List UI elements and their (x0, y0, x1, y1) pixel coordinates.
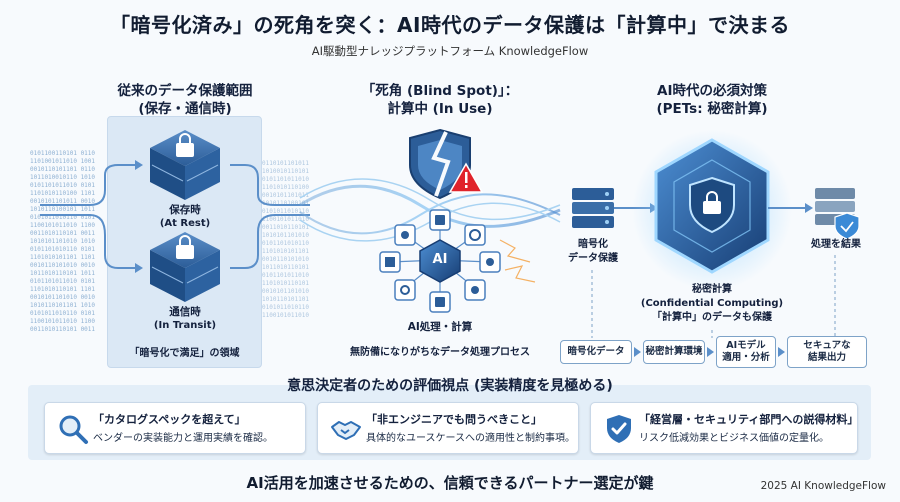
eval-card-desc: ベンダーの実装能力と運用実績を確認。 (93, 433, 273, 444)
eval-card-non-engineer: 「非エンジニアでも問うべきこと」 具体的なユースケースへの適用性と制約事項。 (317, 402, 579, 454)
eval-card-title: 「経営層・セキュリティ部門への説得材料」 (639, 413, 859, 426)
result-label: 処理を結果 (811, 239, 861, 250)
magnifier-icon (59, 415, 88, 444)
shield-check-icon (607, 415, 631, 443)
flow-box-ai-model: AIモデル 適用・分析 (716, 336, 776, 368)
broken-shield-icon (409, 128, 471, 200)
evaluation-title: 意思決定者のための評価視点 (実装精度を見極める) (287, 378, 613, 394)
left-panel-footer-label: 「暗号化で満足」の領域 (129, 348, 240, 359)
flow-box-secure-output: セキュアな 結果出力 (787, 336, 867, 368)
lightning-sparks (499, 239, 536, 283)
ai-process-label: AI処理・計算 (407, 321, 473, 333)
right-heading-line2: (PETs: 秘密計算) (656, 101, 768, 117)
eval-card-executive: 「経営層・セキュリティ部門への説得材料」 リスク低減効果とビジネス価値の定量化。 (590, 402, 858, 454)
cc-line3: 「計算中」のデータも保護 (652, 312, 772, 323)
encrypted-data-server-icon (572, 188, 614, 228)
right-heading-line1: AI時代の必須対策 (657, 83, 767, 99)
dashed-connectors (591, 255, 836, 338)
flow-box-encrypted-data: 暗号化データ (560, 340, 632, 364)
copyright: 2025 AI KnowledgeFlow (760, 480, 886, 492)
in-transit-server-cube (150, 232, 220, 302)
binary-stream-left: 0101100110101 0110 1101001011010 1001 00… (30, 150, 96, 333)
left-heading-line2: (保存・通信時) (138, 101, 232, 117)
flow-box-confidential-env: 秘密計算環境 (643, 340, 705, 364)
page-title: 「暗号化済み」の死角を突く：AI時代のデータ保護は「計算中」で決まる (110, 13, 790, 37)
flow-box-arrows (634, 347, 785, 357)
confidential-computing-label: 秘密計算 (Confidential Computing) 「計算中」のデータも… (632, 283, 792, 325)
left-column-heading: 従来のデータ保護範囲 (保存・通信時) (85, 82, 285, 118)
middle-heading-line2: 計算中 (In Use) (387, 101, 493, 117)
page-subtitle: AI駆動型ナレッジプラットフォーム KnowledgeFlow (311, 44, 589, 58)
at-rest-en: (At Rest) (159, 218, 211, 229)
encrypted-data-line1: 暗号化 (578, 239, 608, 250)
in-transit-jp: 通信時 (169, 306, 201, 318)
flow-lines-left (40, 160, 310, 273)
middle-heading-line1: 「死角 (Blind Spot)」： (361, 83, 519, 99)
result-server-icon (815, 188, 860, 240)
ai-chip-label: AI (432, 252, 448, 267)
at-rest-label: 保存時 (At Rest) (135, 203, 235, 231)
footer-tagline: AI活用を加速させるための、信頼できるパートナー選定が鍵 (246, 474, 654, 492)
in-transit-en: (In Transit) (153, 320, 217, 331)
ai-satellite-glyphs (385, 215, 494, 307)
cc-line2: (Confidential Computing) (640, 298, 784, 309)
encrypted-data-label: 暗号化 データ保護 (557, 238, 629, 266)
middle-caption: 無防備になりがちなデータ処理プロセス (350, 347, 530, 358)
in-transit-label: 通信時 (In Transit) (135, 305, 235, 333)
encrypted-data-line2: データ保護 (568, 253, 618, 264)
cc-line1: 秘密計算 (692, 284, 732, 295)
eval-card-catalog: 「カタログスペックを超えて」 ベンダーの実装能力と運用実績を確認。 (44, 402, 306, 454)
eval-card-desc: リスク低減効果とビジネス価値の定量化。 (639, 433, 829, 444)
warning-icon (448, 162, 484, 193)
at-rest-server-cube (150, 130, 220, 200)
eval-card-title: 「カタログスペックを超えて」 (93, 413, 246, 426)
right-column-heading: AI時代の必須対策 (PETs: 秘密計算) (612, 82, 812, 118)
middle-column-heading: 「死角 (Blind Spot)」： 計算中 (In Use) (350, 82, 530, 118)
eval-card-title: 「非エンジニアでも問うべきこと」 (366, 413, 542, 426)
handshake-icon (331, 421, 361, 440)
ai-chip-icon (419, 239, 461, 283)
eval-card-desc: 具体的なユースケースへの適用性と制約事項。 (366, 433, 575, 444)
left-heading-line1: 従来のデータ保護範囲 (117, 83, 253, 99)
binary-stream-mid: 0110101101011 1010010110101 010110101101… (262, 160, 309, 319)
confidential-computing-hex-icon (654, 138, 770, 274)
at-rest-jp: 保存時 (169, 204, 201, 216)
